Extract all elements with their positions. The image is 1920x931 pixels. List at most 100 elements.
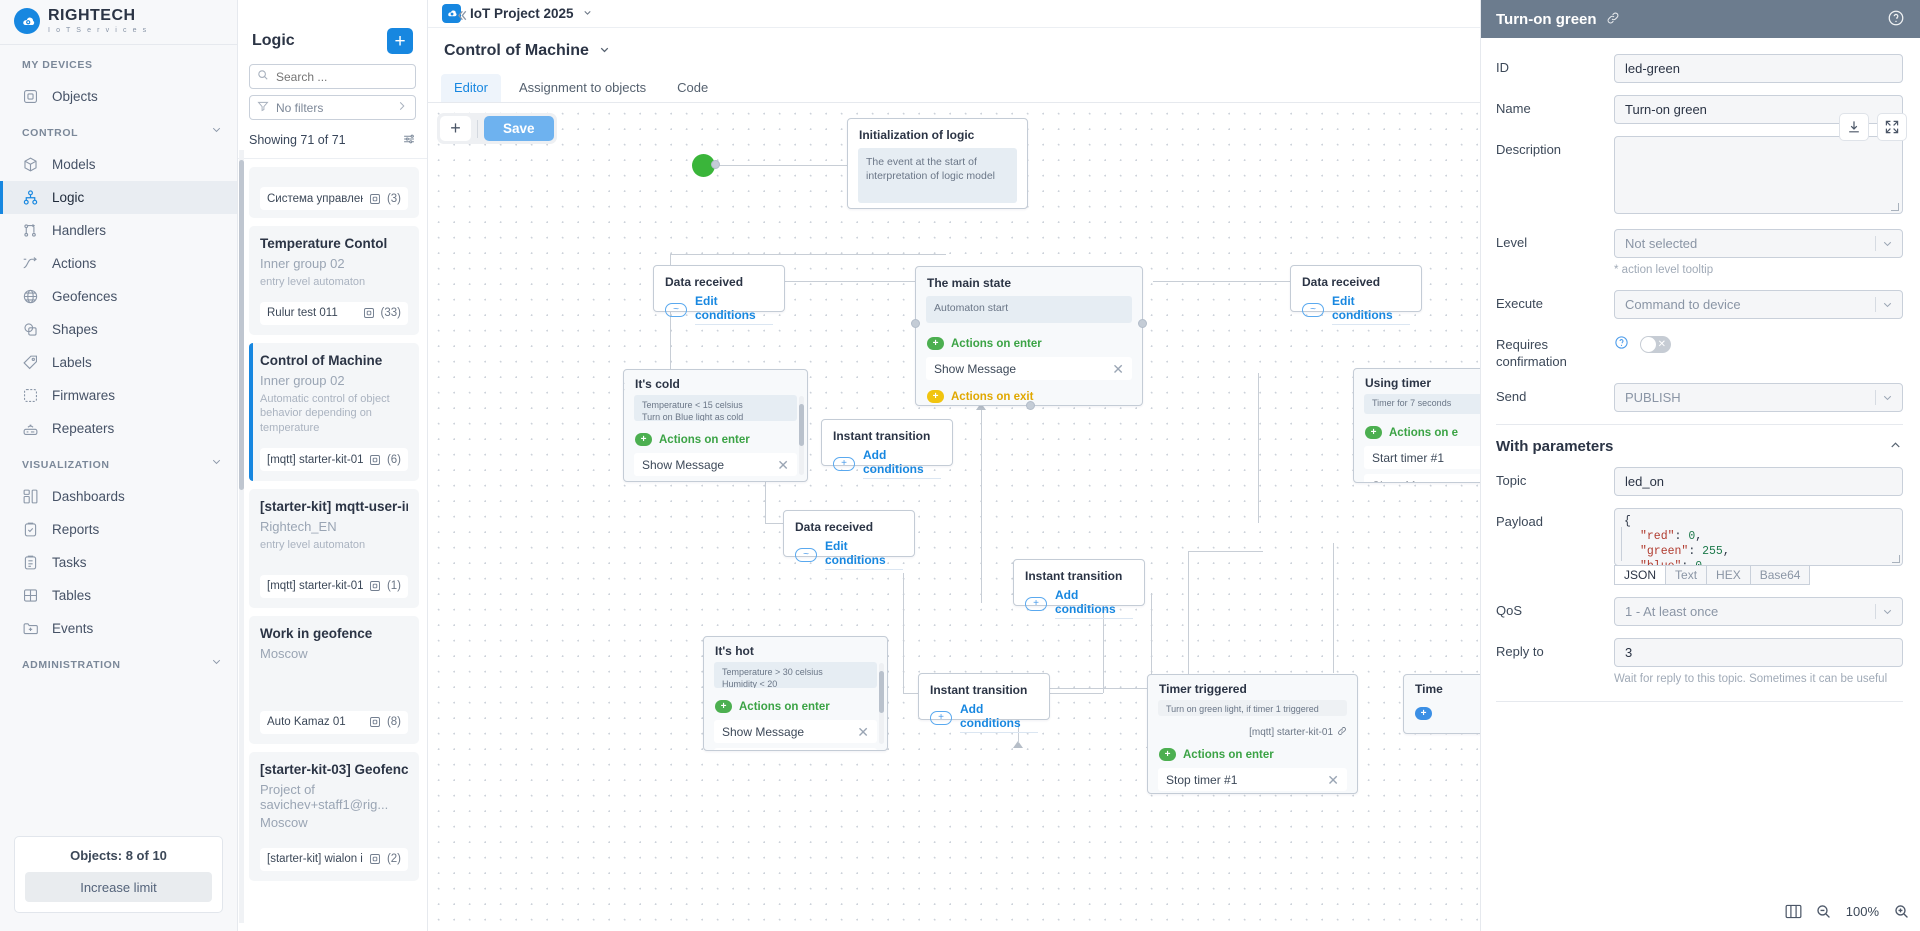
fullscreen-icon[interactable] [1877,113,1907,141]
logic-card[interactable]: [starter-kit] mqtt-user-ini... Rightech_… [249,489,419,608]
action-row[interactable]: Turn-on red ✕ [714,748,877,750]
action-row[interactable]: Stop timer #1 ✕ [1158,768,1347,791]
chevron-down-icon[interactable] [598,43,611,59]
zoom-in-icon[interactable] [1888,899,1914,923]
logic-card[interactable]: [starter-kit-03] Geofence ... Project of… [249,751,419,881]
node-data-received-3[interactable]: Data received ~ Edit conditions [783,510,915,570]
search-box[interactable] [249,64,431,89]
chevron-up-icon[interactable] [1888,438,1903,456]
edit-conditions-link[interactable]: Edit conditions [825,539,903,570]
node-port[interactable] [911,319,920,328]
sidebar-item-tables[interactable]: Tables [0,579,237,612]
filter-box[interactable]: No filters [249,95,416,120]
node-initialization-of-logic[interactable]: Initialization of logic The event at the… [847,118,1028,209]
node-its-cold[interactable]: It's cold Temperature < 15 celsius Turn … [623,369,808,482]
node-instant-transition-2[interactable]: Instant transition + Add conditions [1013,559,1145,619]
add-conditions-link[interactable]: Add conditions [1055,588,1133,619]
tab-code[interactable]: Code [677,80,709,95]
add-node-button[interactable]: + [440,116,471,141]
zoom-out-icon[interactable] [1811,899,1837,923]
with-parameters-section-header[interactable]: With parameters [1496,423,1903,467]
chevron-down-icon[interactable] [210,655,223,671]
list-scrollbar-track[interactable] [239,150,244,923]
logic-card[interactable]: Temperature Contol Inner group 02 entry … [249,226,419,335]
node-scrollbar[interactable] [799,396,804,475]
actions-on-exit-label[interactable]: + Actions on exit [927,388,1033,405]
format-tab-text[interactable]: Text [1665,564,1708,585]
sidebar-section-control-head[interactable]: CONTROL [0,113,237,148]
list-settings-icon[interactable] [402,132,416,149]
node-port[interactable] [1026,401,1035,410]
search-input[interactable] [276,69,431,84]
tab-editor[interactable]: Editor [441,74,501,102]
sidebar-item-geofences[interactable]: Geofences [0,280,237,313]
payload-editor[interactable]: { "red": 0, "green": 255, "blue": 0 [1614,507,1903,566]
actions-on-enter-label[interactable]: + Actions on enter [635,431,750,448]
format-tab-json[interactable]: JSON [1614,564,1667,585]
add-logic-button[interactable]: + [387,28,413,54]
logic-card-selected[interactable]: Control of Machine Inner group 02 Automa… [249,342,419,482]
node-port[interactable] [711,160,720,169]
sidebar-item-labels[interactable]: Labels [0,346,237,379]
sidebar-item-handlers[interactable]: Handlers [0,214,237,247]
action-row[interactable]: Show Message ✕ [634,453,797,476]
collapse-sidebar-icon[interactable] [453,7,471,25]
save-button[interactable]: Save [484,116,554,141]
edit-conditions-link[interactable]: Edit conditions [695,294,773,325]
remove-action-icon[interactable]: ✕ [1327,771,1339,788]
node-using-timer[interactable]: Using timer Timer for 7 seconds + Action… [1353,368,1498,483]
download-icon[interactable] [1839,113,1869,141]
tab-assignment-to-objects[interactable]: Assignment to objects [518,80,647,95]
node-port[interactable] [1138,319,1147,328]
sidebar-item-models[interactable]: Models [0,148,237,181]
execute-select[interactable]: Command to device [1614,290,1903,320]
action-row[interactable]: Show Message ✕ [714,720,877,743]
chevron-down-icon[interactable] [210,123,223,139]
reply-to-input[interactable] [1614,637,1903,667]
sidebar-section-administration-head[interactable]: ADMINISTRATION [0,645,237,680]
help-icon[interactable] [1887,9,1905,30]
requires-confirmation-toggle[interactable]: ✕ [1640,335,1671,353]
add-conditions-link[interactable]: Add conditions [960,702,1038,733]
add-conditions-link[interactable]: Add conditions [863,448,941,479]
action-row[interactable]: Start timer #1 [1364,446,1487,469]
chevron-down-icon[interactable] [210,455,223,471]
level-select[interactable]: Not selected [1614,229,1903,258]
format-tab-hex[interactable]: HEX [1706,564,1751,585]
sidebar-item-actions[interactable]: Actions [0,247,237,280]
remove-action-icon[interactable]: ✕ [1112,360,1124,377]
sidebar-item-reports[interactable]: Reports [0,513,237,546]
node-scrollbar[interactable] [879,663,884,744]
remove-action-icon[interactable]: ✕ [857,723,869,740]
description-textarea[interactable] [1614,136,1903,214]
sidebar-item-firmwares[interactable]: Firmwares [0,379,237,412]
add-action-pill[interactable]: + [1415,705,1432,722]
send-select[interactable]: PUBLISH [1614,382,1903,412]
sidebar-item-dashboards[interactable]: Dashboards [0,480,237,513]
layout-icon[interactable] [1781,899,1807,923]
action-row[interactable]: Turn-on blue ✕ [634,481,797,482]
topic-input[interactable] [1614,466,1903,496]
list-scrollbar-thumb[interactable] [239,160,244,490]
remove-action-icon[interactable]: ✕ [777,456,789,473]
actions-on-enter-label[interactable]: + Actions on enter [927,335,1042,352]
node-data-received-2[interactable]: Data received ~ Edit conditions [1290,265,1422,325]
logic-list-scroll[interactable]: Система управления защитн... (3) Tempera… [238,159,427,931]
sidebar-item-logic[interactable]: Logic [0,181,237,214]
logic-card[interactable]: Work in geofence Moscow Auto Kamaz 01 (8… [249,615,419,744]
list-item-partial[interactable]: Система управления защитн... (3) [249,167,419,218]
start-node[interactable] [692,154,715,177]
node-its-hot[interactable]: It's hot Temperature > 30 celsius Humidi… [703,636,888,751]
actions-on-enter-label[interactable]: + Actions on enter [1159,746,1274,763]
resize-handle-icon[interactable] [1892,554,1900,563]
node-main-state[interactable]: The main state Automaton start + Actions… [911,266,1147,410]
increase-limit-button[interactable]: Increase limit [25,872,212,902]
node-instant-transition-3[interactable]: Instant transition + Add conditions [918,673,1050,733]
node-data-received-1[interactable]: Data received ~ Edit conditions [653,265,785,325]
edit-conditions-link[interactable]: Edit conditions [1332,294,1410,325]
sidebar-item-shapes[interactable]: Shapes [0,313,237,346]
actions-on-enter-label[interactable]: + Actions on e [1365,424,1458,441]
resize-handle-icon[interactable] [1891,203,1899,211]
format-tab-base64[interactable]: Base64 [1749,564,1811,585]
sidebar-item-objects[interactable]: Objects [0,80,237,113]
